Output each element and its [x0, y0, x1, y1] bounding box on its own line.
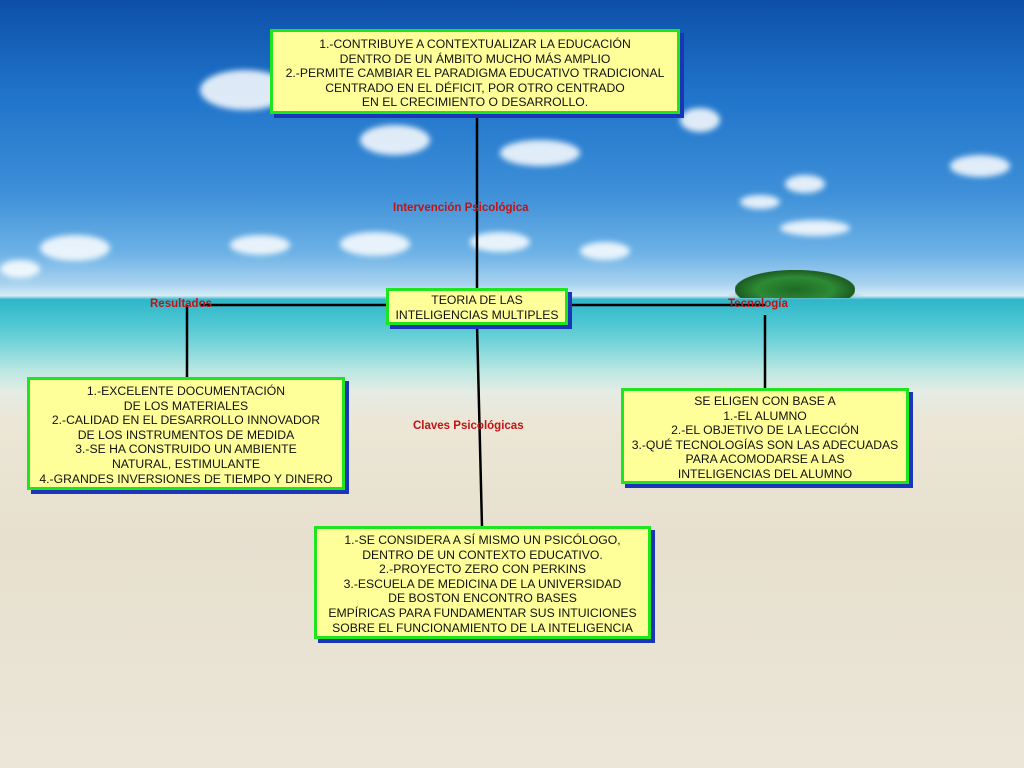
cloud: [340, 232, 410, 256]
cloud: [785, 175, 825, 193]
box-line: 1.-CONTRIBUYE A CONTEXTUALIZAR LA EDUCAC…: [319, 37, 631, 51]
box-line: 1.-EXCELENTE DOCUMENTACIÓN: [86, 384, 286, 398]
cloud: [0, 260, 40, 278]
cloud: [230, 235, 290, 255]
box-line: INTELIGENCIAS MULTIPLES: [395, 307, 559, 322]
box-line: TEORIA DE LAS: [431, 293, 523, 307]
connector-bottom: [475, 323, 484, 528]
link-label-claves: Claves Psicológicas: [413, 420, 524, 432]
box-line: 2.-CALIDAD EN EL DESARROLLO INNOVADOR: [51, 413, 321, 428]
box-line: DE LOS INSTRUMENTOS DE MEDIDA: [77, 427, 295, 442]
box-line: INTELIGENCIAS DEL ALUMNO: [677, 466, 853, 481]
box-line: 2.-PERMITE CAMBIAR EL PARADIGMA EDUCATIV…: [285, 66, 665, 81]
cloud: [40, 235, 110, 261]
box-line: DENTRO DE UN ÁMBITO MUCHO MÁS AMPLIO: [339, 51, 611, 66]
concept-box-claves[interactable]: 1.-SE CONSIDERA A SÍ MISMO UN PSICÓLOGO,…: [314, 526, 651, 639]
box-line: DENTRO DE UN CONTEXTO EDUCATIVO.: [362, 547, 603, 562]
cloud: [580, 242, 630, 260]
box-line: DE BOSTON ENCONTRO BASES: [388, 591, 577, 606]
box-line: PARA ACOMODARSE A LAS: [685, 452, 845, 467]
cloud: [780, 220, 850, 236]
box-line: EMPÍRICAS PARA FUNDAMENTAR SUS INTUICION…: [328, 605, 637, 620]
box-line: SE ELIGEN CON BASE A: [694, 394, 836, 408]
box-line: CENTRADO EN EL DÉFICIT, POR OTRO CENTRAD…: [325, 80, 625, 95]
box-line: 3.-SE HA CONSTRUIDO UN AMBIENTE: [75, 442, 297, 457]
cloud: [680, 108, 720, 132]
box-line: NATURAL, ESTIMULANTE: [111, 456, 261, 471]
link-label-intervencion: Intervención Psicológica: [393, 202, 529, 214]
box-line: 4.-GRANDES INVERSIONES DE TIEMPO Y DINER…: [39, 471, 333, 486]
box-line: 2.-PROYECTO ZERO CON PERKINS: [379, 562, 586, 577]
concept-box-resultados[interactable]: 1.-EXCELENTE DOCUMENTACIÓN DE LOS MATERI…: [27, 377, 345, 490]
box-line: SOBRE EL FUNCIONAMIENTO DE LA INTELIGENC…: [332, 620, 633, 635]
box-line: 2.-EL OBJETIVO DE LA LECCIÓN: [671, 423, 859, 438]
cloud: [500, 140, 580, 166]
box-line: 3.-QUÉ TECNOLOGÍAS SON LAS ADECUADAS: [631, 437, 899, 452]
concept-box-central[interactable]: TEORIA DE LAS INTELIGENCIAS MULTIPLES: [386, 288, 568, 325]
box-line: DE LOS MATERIALES: [123, 398, 249, 413]
box-line: 3.-ESCUELA DE MEDICINA DE LA UNIVERSIDAD: [343, 576, 622, 591]
concept-box-tecnologia[interactable]: SE ELIGEN CON BASE A 1.-EL ALUMNO 2.-EL …: [621, 388, 909, 484]
cloud: [950, 155, 1010, 177]
link-label-resultados: Resultados: [150, 298, 212, 310]
box-line: 1.-SE CONSIDERA A SÍ MISMO UN PSICÓLOGO,: [344, 533, 621, 547]
cloud: [470, 232, 530, 252]
concept-box-top[interactable]: 1.-CONTRIBUYE A CONTEXTUALIZAR LA EDUCAC…: [270, 29, 680, 114]
box-line: 1.-EL ALUMNO: [723, 408, 807, 423]
box-line: EN EL CRECIMIENTO O DESARROLLO.: [361, 95, 589, 110]
link-label-tecnologia: Tecnología: [728, 298, 788, 310]
cloud: [360, 125, 430, 155]
cloud: [740, 195, 780, 209]
island: [735, 270, 855, 298]
